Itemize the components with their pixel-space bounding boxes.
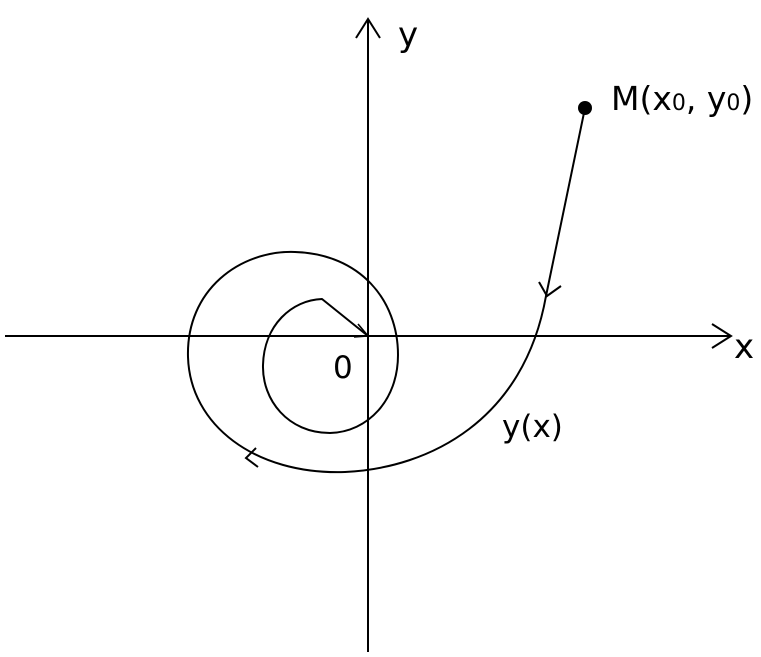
origin-arrow [353, 323, 370, 338]
origin-label: 0 [333, 350, 353, 386]
point-label-prefix: M(x [611, 79, 672, 118]
x-axis-label: x [734, 327, 754, 367]
direction-arrow-spiral [244, 447, 259, 468]
y-axis-label: y [398, 15, 418, 55]
point-label-middle: , y [686, 79, 727, 118]
start-point-label: M(x0, y0) [611, 79, 753, 118]
point-label-y-subscript: 0 [726, 91, 740, 116]
point-label-suffix: ) [740, 79, 753, 118]
x-axis-arrowhead [711, 323, 733, 349]
start-point-dot [578, 101, 592, 115]
point-label-x-subscript: 0 [672, 91, 686, 116]
y-axis-arrowhead [355, 17, 381, 39]
curve-label: y(x) [502, 409, 563, 445]
trajectory-curve [186, 107, 586, 474]
direction-arrow-approach [538, 281, 562, 298]
